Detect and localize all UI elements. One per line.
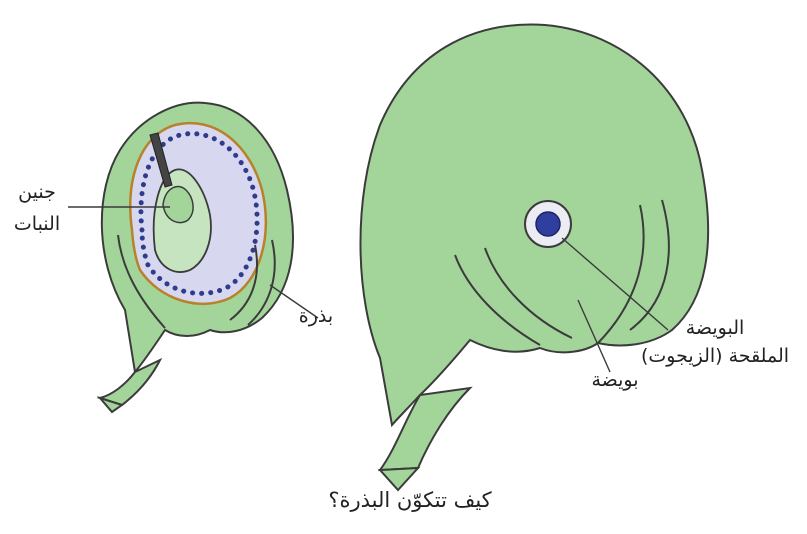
zygote-nucleus (536, 212, 560, 236)
embryo-label: جنين النبات (2, 182, 72, 236)
fertilized-ovule-label-line2: الملقحة (الزيجوت) (630, 346, 800, 368)
seed-label: بذرة (286, 306, 346, 328)
embryo-inner (163, 186, 193, 222)
ovule-stalk-tip (380, 468, 418, 490)
fertilized-ovule-label-line1: البويضة (630, 318, 800, 340)
fertilized-ovule-label: البويضة الملقحة (الزيجوت) (630, 318, 800, 368)
diagram-caption: كيف تتكوّن البذرة؟ (310, 488, 510, 512)
embryo-label-line2: النبات (2, 214, 72, 236)
embryo-label-line1: جنين (2, 182, 72, 204)
ovule-figure (360, 25, 708, 490)
seed-figure (100, 103, 293, 412)
ovule-label: بويضة (570, 370, 660, 392)
seed-stalk (100, 360, 160, 405)
